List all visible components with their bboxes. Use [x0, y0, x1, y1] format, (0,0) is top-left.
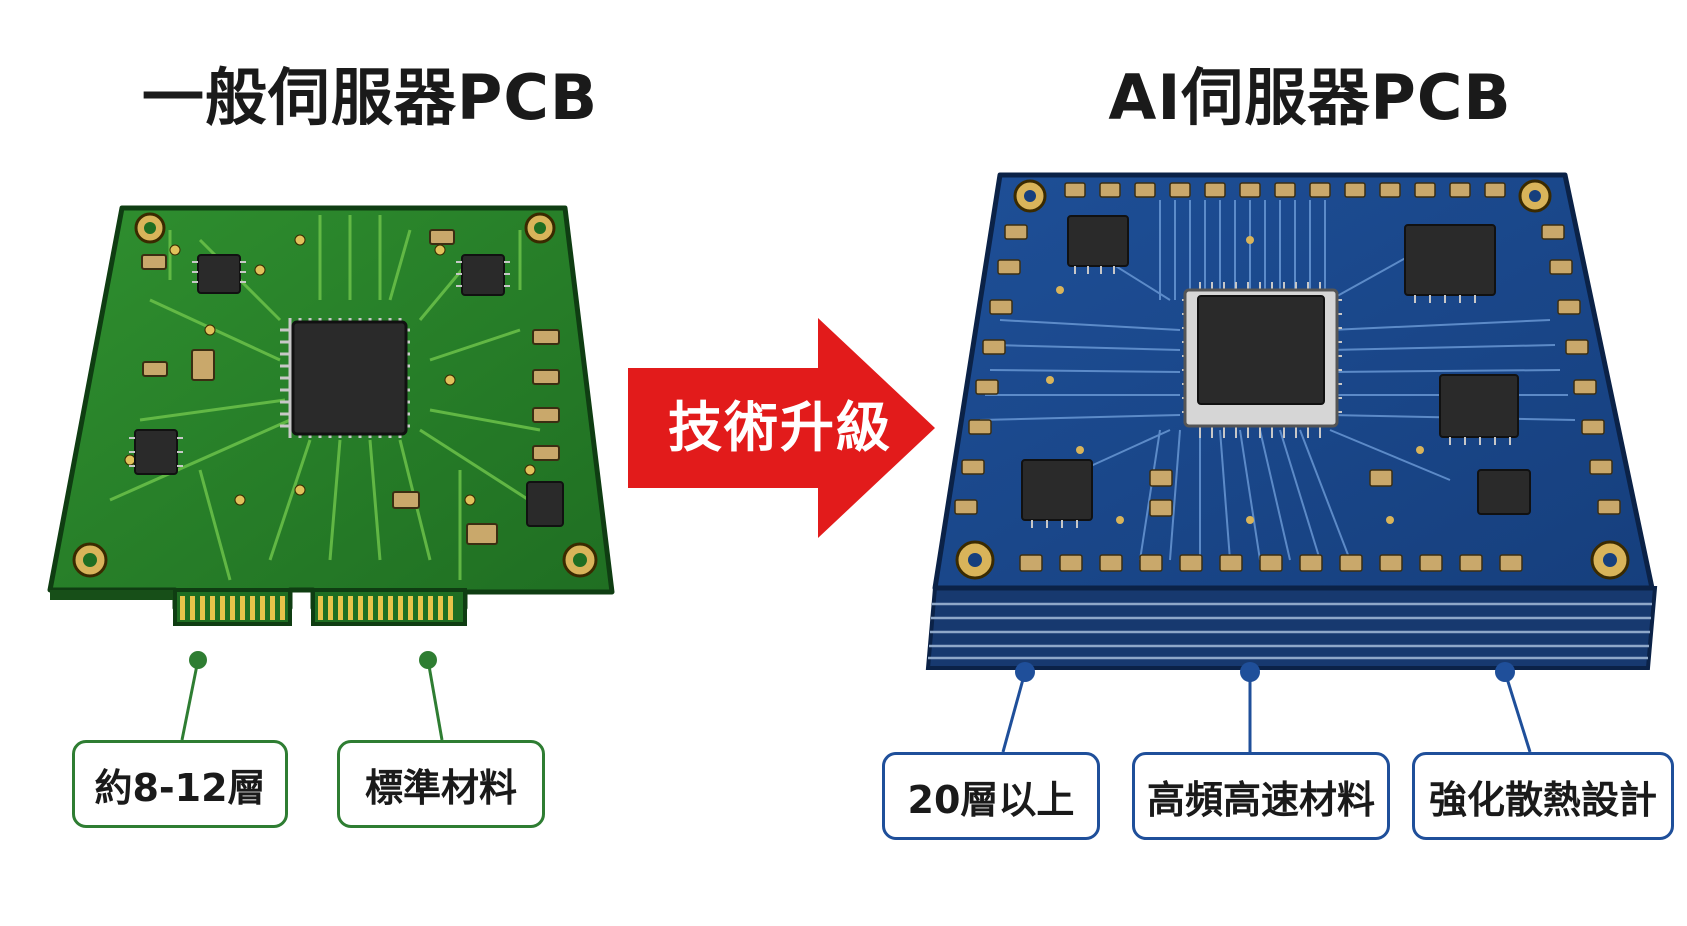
- standard-pcb-board: [47, 205, 615, 626]
- upgrade-arrow-label: 技術升級: [668, 396, 892, 459]
- label-thermal-ai: 強化散熱設計: [1412, 752, 1674, 840]
- ai-pcb-board: [925, 172, 1658, 670]
- standard-pcb-callouts: [180, 651, 444, 741]
- label-material-standard: 標準材料: [337, 740, 545, 828]
- general-server-pcb-title: 一般伺服器PCB: [141, 61, 599, 134]
- label-material-ai: 高頻高速材料: [1132, 752, 1390, 840]
- ai-server-pcb-title: AI伺服器PCB: [1108, 61, 1512, 134]
- upgrade-arrow: [628, 318, 935, 538]
- ai-pcb-callouts: [1001, 662, 1532, 753]
- label-layer-count-standard: 約8-12層: [72, 740, 288, 828]
- label-layer-count-ai: 20層以上: [882, 752, 1100, 840]
